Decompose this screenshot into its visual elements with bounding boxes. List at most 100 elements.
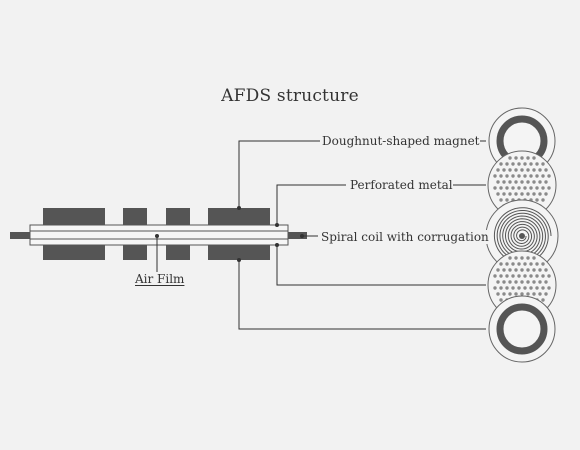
perforation-hole [508,256,512,260]
perforation-hole [535,262,539,266]
perforation-hole [502,192,506,196]
perforation-hole [538,168,542,172]
perforation-hole [517,274,521,278]
perforation-hole [520,180,524,184]
magnet-block-4-bottom [208,245,270,260]
perforation-hole [499,274,503,278]
perforation-holes-bottom [493,256,551,314]
shaft-stub-right [287,232,307,239]
perforation-hole [493,174,497,178]
perforation-hole [535,274,539,278]
perforation-hole [520,156,524,160]
perforation-hole [523,286,527,290]
perforation-hole [511,274,515,278]
perforation-hole [541,298,545,302]
perforation-hole [541,274,545,278]
perforation-hole [529,274,533,278]
perforation-hole [511,186,515,190]
perforation-hole [526,168,530,172]
tube-body [29,224,289,246]
perforation-hole [523,162,527,166]
perforation-hole [547,186,551,190]
perforation-hole [520,168,524,172]
magnet-block-3-top [166,208,190,225]
magnet-block-2-top [123,208,147,225]
perforation-hole [499,286,503,290]
perforation-hole [508,168,512,172]
perforation-hole [508,292,512,296]
perforation-hole [520,256,524,260]
perforation-hole [544,192,548,196]
perforation-hole [520,292,524,296]
perforation-hole [529,286,533,290]
magnet-block-4-top [208,208,270,225]
perforation-hole [532,280,536,284]
perforation-hole [514,192,518,196]
perforation-hole [493,274,497,278]
leader-magnet-dot [237,206,241,210]
perforation-hole [529,174,533,178]
leader-magnet-lower-dot [237,258,241,262]
perforation-hole [523,174,527,178]
perforation-hole [499,198,503,202]
perforation-hole [532,268,536,272]
perforation-hole [505,186,509,190]
perforation-hole [508,192,512,196]
perforation-hole [508,180,512,184]
leader-perforated-dot [275,223,279,227]
perforation-hole [544,168,548,172]
magnet-block-3-bottom [166,245,190,260]
perforation-hole [526,280,530,284]
perforation-hole [532,256,536,260]
perforation-hole [514,268,518,272]
perforation-hole [514,168,518,172]
leader-magnet-lower [238,260,486,330]
magnet-block-2-bottom [123,245,147,260]
perforation-hole [517,174,521,178]
perforation-hole [520,268,524,272]
perforation-hole [499,298,503,302]
perforation-hole [499,262,503,266]
perforation-hole [538,192,542,196]
perforation-hole [502,280,506,284]
perforation-hole [523,186,527,190]
perforation-hole [496,292,500,296]
perforation-hole [502,180,506,184]
perforation-hole [526,156,530,160]
perforation-hole [544,280,548,284]
perforation-hole [511,174,515,178]
perforation-hole [502,268,506,272]
perforation-hole [526,180,530,184]
perforation-hole [514,292,518,296]
leader-perforated-lower-dot [275,243,279,247]
leader-perforated [276,184,346,225]
perforation-hole [496,180,500,184]
perforation-hole [496,168,500,172]
perforation-hole [511,162,515,166]
perforation-hole [544,292,548,296]
perforation-hole [532,292,536,296]
perforation-hole [526,192,530,196]
perforation-hole [544,268,548,272]
label-doughnut-magnet: Doughnut-shaped magnet [322,134,480,148]
perforation-hole [535,162,539,166]
perforation-hole [499,174,503,178]
leader-magnet [238,140,320,208]
perforation-hole [535,286,539,290]
perforation-hole [532,168,536,172]
perforation-hole [517,262,521,266]
perforation-hole [529,162,533,166]
magnet-block-1-top [43,208,105,225]
perforation-hole [541,162,545,166]
perforation-hole [523,274,527,278]
perforation-hole [541,198,545,202]
perforation-hole [493,186,497,190]
perforation-hole [538,180,542,184]
leader-perforated-lower [276,245,486,286]
label-air-film: Air Film [135,272,185,286]
perforation-hole [499,162,503,166]
perforation-hole [505,174,509,178]
leader-coil-dot [300,234,304,238]
perforation-hole [502,168,506,172]
